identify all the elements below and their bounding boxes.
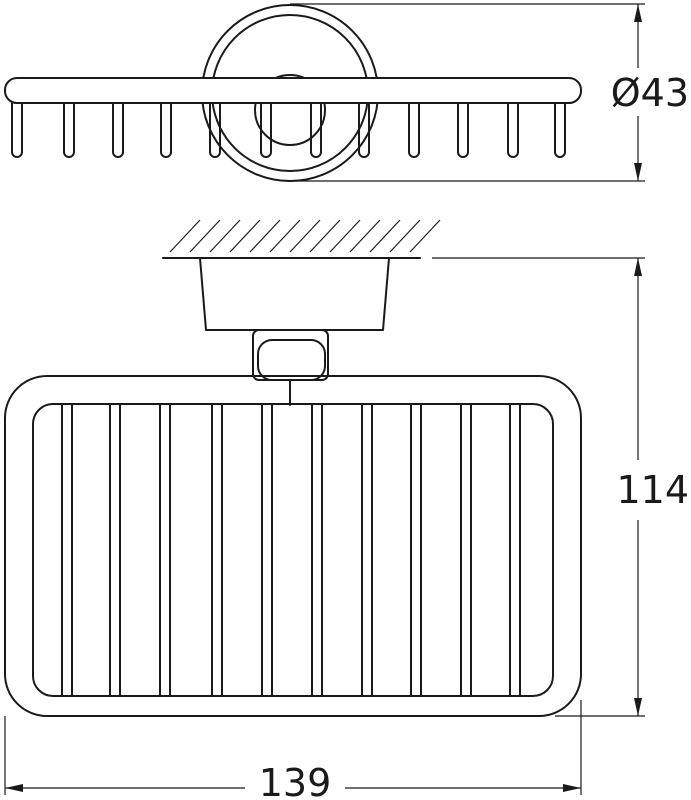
top-view-wire [358,102,370,158]
bracket-neck [252,329,329,381]
hatch-line [329,219,361,253]
hatch-line [369,219,401,253]
height-dim-arrow-down [634,698,642,716]
basket-frame-inner [32,403,554,697]
hatch-line [349,219,381,253]
hatch-line [409,219,441,253]
basket-wires [61,403,521,697]
top-view-wire [112,102,124,158]
top-view-hub [254,74,326,146]
front-view: 114 139 [4,219,691,800]
top-view-wires [11,102,566,158]
hatch-line [389,219,421,253]
top-view-wire [11,102,23,158]
height-label: 114 [616,468,689,512]
hatch-line [309,219,341,253]
top-view-rail [4,77,582,104]
top-view-wire [63,102,75,158]
top-dim-arrow-up [634,4,642,22]
hatch-line [209,219,241,253]
top-view-wire [457,102,469,158]
top-view-wire [310,102,322,158]
basket-frame-outer [4,375,582,717]
top-view-wire [554,102,566,158]
top-dim-arrow-down [634,163,642,181]
hatch-line [289,219,321,253]
top-view-wire [507,102,519,158]
hatch-line [189,219,221,253]
width-dim-arrow-left [5,784,23,792]
hatch-line [249,219,281,253]
height-dim-arrow-up [634,258,642,276]
width-label: 139 [259,761,332,800]
wall-hatch [169,219,441,253]
top-view-wire [160,102,172,158]
hatch-line [169,219,201,253]
top-view-wire [260,102,272,158]
rosette-diameter-label: Ø43 [611,71,689,115]
top-view-wire [408,102,420,158]
top-view: Ø43 [4,3,691,182]
width-dim-arrow-right [563,784,581,792]
top-view-wire [209,102,221,158]
hatch-line [229,219,261,253]
bracket-clip [257,339,326,381]
wall-bracket [199,257,390,331]
hatch-line [269,219,301,253]
